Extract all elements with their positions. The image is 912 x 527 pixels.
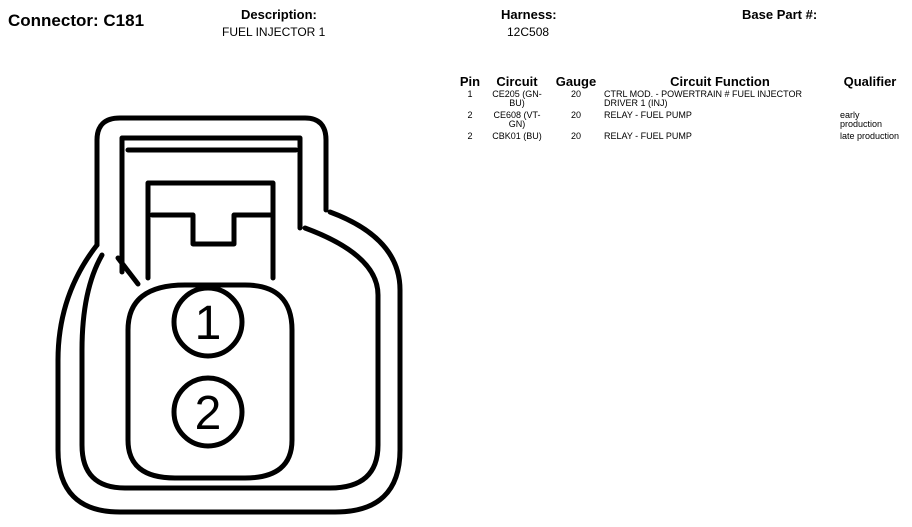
cell-pin: 2	[467, 131, 473, 141]
cell-pin: 1	[467, 89, 473, 99]
description-value: FUEL INJECTOR 1	[222, 25, 326, 39]
col-header-function: Circuit Function	[670, 74, 770, 89]
pin-table: Pin Circuit Gauge Circuit Function Quali…	[456, 72, 902, 143]
harness-value: 12C508	[507, 25, 550, 39]
cell-qualifier: early production	[840, 110, 883, 129]
table-row: 2 CBK01 (BU) 20 RELAY - FUEL PUMP late p…	[456, 131, 902, 143]
pin-1-circle	[171, 285, 245, 359]
connector-title: Connector: C181	[8, 11, 145, 30]
table-row: 1 CE205 (GN-BU) 20 CTRL MOD. - POWERTRAI…	[456, 89, 902, 110]
col-header-circuit: Circuit	[496, 74, 538, 89]
latch-window-inner	[149, 212, 273, 247]
col-header-qualifier: Qualifier	[843, 74, 897, 89]
table-row: 2 CE608 (VT-GN) 20 RELAY - FUEL PUMP ear…	[456, 110, 902, 131]
pin-2-circle	[171, 375, 245, 449]
housing-inner	[79, 225, 381, 491]
cell-function: CTRL MOD. - POWERTRAIN # FUEL INJECTOR D…	[604, 89, 803, 108]
housing-outer-left	[94, 115, 329, 248]
cell-qualifier: late production	[840, 131, 900, 141]
pin-2-label: 2	[195, 387, 222, 440]
cell-function: RELAY - FUEL PUMP	[604, 131, 692, 141]
housing-outer-left-lower	[55, 209, 403, 515]
cell-circuit: CBK01 (BU)	[492, 131, 542, 141]
pin-1-label: 1	[195, 297, 222, 350]
harness-label: Harness:	[501, 7, 557, 22]
cell-pin: 2	[467, 110, 473, 120]
latch-shoulder-left	[115, 255, 141, 287]
base-part-label: Base Part #:	[742, 7, 818, 22]
cell-circuit: CE205 (GN-BU)	[492, 89, 542, 108]
cell-circuit: CE608 (VT-GN)	[493, 110, 541, 129]
col-header-pin: Pin	[459, 74, 481, 89]
cell-gauge: 20	[570, 89, 581, 99]
description-label: Description:	[241, 7, 317, 22]
latch-tower	[119, 135, 303, 275]
col-header-gauge: Gauge	[555, 74, 597, 89]
cell-gauge: 20	[570, 131, 581, 141]
cell-gauge: 20	[570, 110, 581, 120]
cell-function: RELAY - FUEL PUMP	[604, 110, 692, 120]
pin-table-header: Pin Circuit Gauge Circuit Function Quali…	[456, 72, 902, 89]
pin-cavity	[125, 282, 295, 481]
latch-window	[145, 180, 276, 281]
